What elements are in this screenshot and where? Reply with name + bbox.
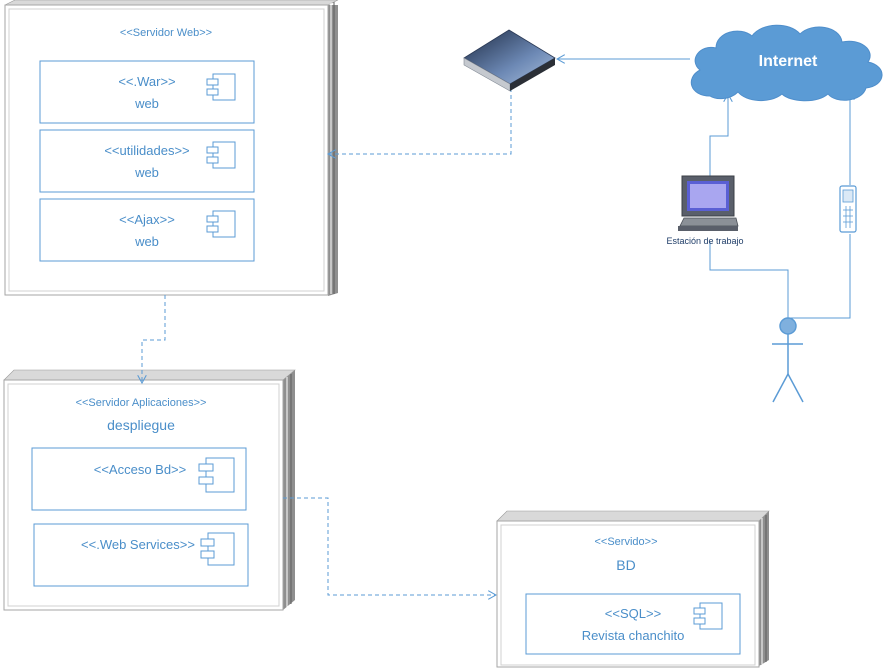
db-server-node[interactable]: <<Servido>> BD <<SQL>> Revista chanchito [496, 510, 770, 668]
actor-to-workstation-link [709, 242, 789, 318]
web-to-app-server-link [142, 295, 166, 383]
web-server-node[interactable]: <<Servidor Web>> <<.War>> web <<utilidad… [4, 0, 339, 296]
internet-cloud[interactable]: Internet [690, 24, 883, 102]
component-web-services[interactable]: <<.Web Services>> [33, 523, 249, 587]
component-stereotype: <<.Web Services>> [81, 537, 195, 552]
component-stereotype: <<utilidades>> [104, 143, 189, 158]
component-utilidades[interactable]: <<utilidades>> web [39, 129, 255, 193]
component-name: Revista chanchito [582, 628, 685, 643]
workstation-to-internet-link [709, 94, 728, 178]
computer-icon[interactable]: Estación de trabajo [666, 175, 744, 246]
app-server-stereotype: <<Servidor Aplicaciones>> [76, 397, 207, 409]
component-icon [206, 210, 236, 238]
db-server-name: BD [616, 557, 635, 573]
component-stereotype: <<.War>> [118, 74, 175, 89]
component-war[interactable]: <<.War>> web [39, 60, 255, 124]
app-server-node[interactable]: <<Servidor Aplicaciones>> despliegue <<A… [3, 369, 296, 611]
component-icon [200, 532, 235, 566]
actor-to-phone-link [790, 234, 851, 319]
db-server-stereotype: <<Servido>> [595, 536, 658, 548]
app-to-db-server-link [283, 497, 496, 595]
web-server-stereotype: <<Servidor Web>> [120, 27, 212, 39]
router-to-web-server-link [328, 88, 512, 154]
component-icon [198, 457, 235, 493]
mobile-phone-icon[interactable] [839, 185, 857, 233]
component-stereotype: <<SQL>> [605, 606, 661, 621]
connectors [142, 59, 850, 595]
component-name: web [134, 165, 159, 180]
component-icon [206, 141, 236, 169]
component-stereotype: <<Acceso Bd>> [94, 462, 187, 477]
internet-label: Internet [759, 53, 818, 70]
component-stereotype: <<Ajax>> [119, 212, 175, 227]
component-sql[interactable]: <<SQL>> Revista chanchito [525, 593, 741, 655]
component-name: web [134, 96, 159, 111]
component-icon [206, 73, 236, 101]
component-ajax[interactable]: <<Ajax>> web [39, 198, 255, 262]
component-acceso-bd[interactable]: <<Acceso Bd>> [31, 447, 247, 511]
component-icon [693, 602, 723, 630]
router-icon[interactable] [463, 29, 556, 92]
actor-icon[interactable] [772, 317, 804, 403]
component-name: web [134, 234, 159, 249]
app-server-name: despliegue [107, 417, 175, 433]
workstation-label: Estación de trabajo [666, 236, 743, 246]
